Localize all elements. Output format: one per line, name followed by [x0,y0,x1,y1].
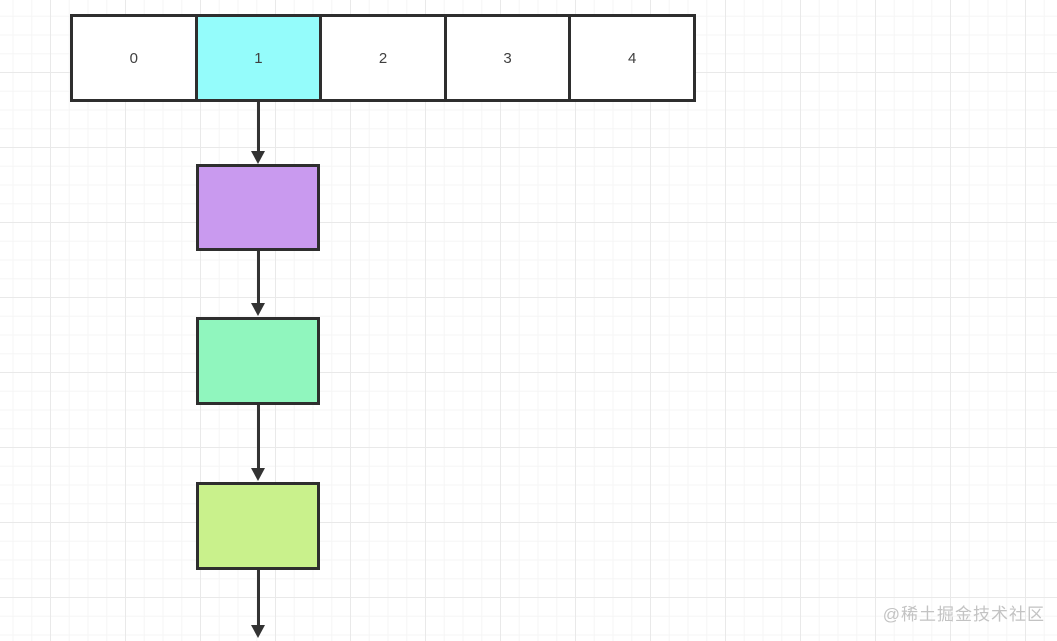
arrow-head-icon-4 [251,625,265,638]
array-cell-1-highlighted: 1 [194,17,320,99]
arrow-head-icon-2 [251,303,265,316]
arrow-line-2 [256,251,260,305]
array-cell-label-1: 1 [254,49,263,67]
array-cell-label-4: 4 [628,49,637,67]
array-cell-label-2: 2 [378,49,388,67]
array-cell-2: 2 [319,17,444,99]
arrow-head-icon-3 [251,468,265,481]
watermark-text: @稀土掘金技术社区 [882,605,1045,624]
array-cell-3: 3 [443,17,569,99]
bucket-array: 0 1 2 3 4 [70,14,696,102]
array-cell-label-0: 0 [129,49,138,67]
array-cell-0: 0 [73,17,195,99]
chain-node-green [196,317,320,405]
array-cell-4: 4 [568,17,693,99]
chain-node-yellow-green [196,482,320,570]
arrow-line-4 [256,570,260,626]
arrow-line-3 [256,405,260,470]
chain-node-purple [196,164,320,251]
array-cell-label-3: 3 [503,49,512,67]
arrow-line-1 [256,102,260,153]
arrow-head-icon-1 [251,151,265,164]
